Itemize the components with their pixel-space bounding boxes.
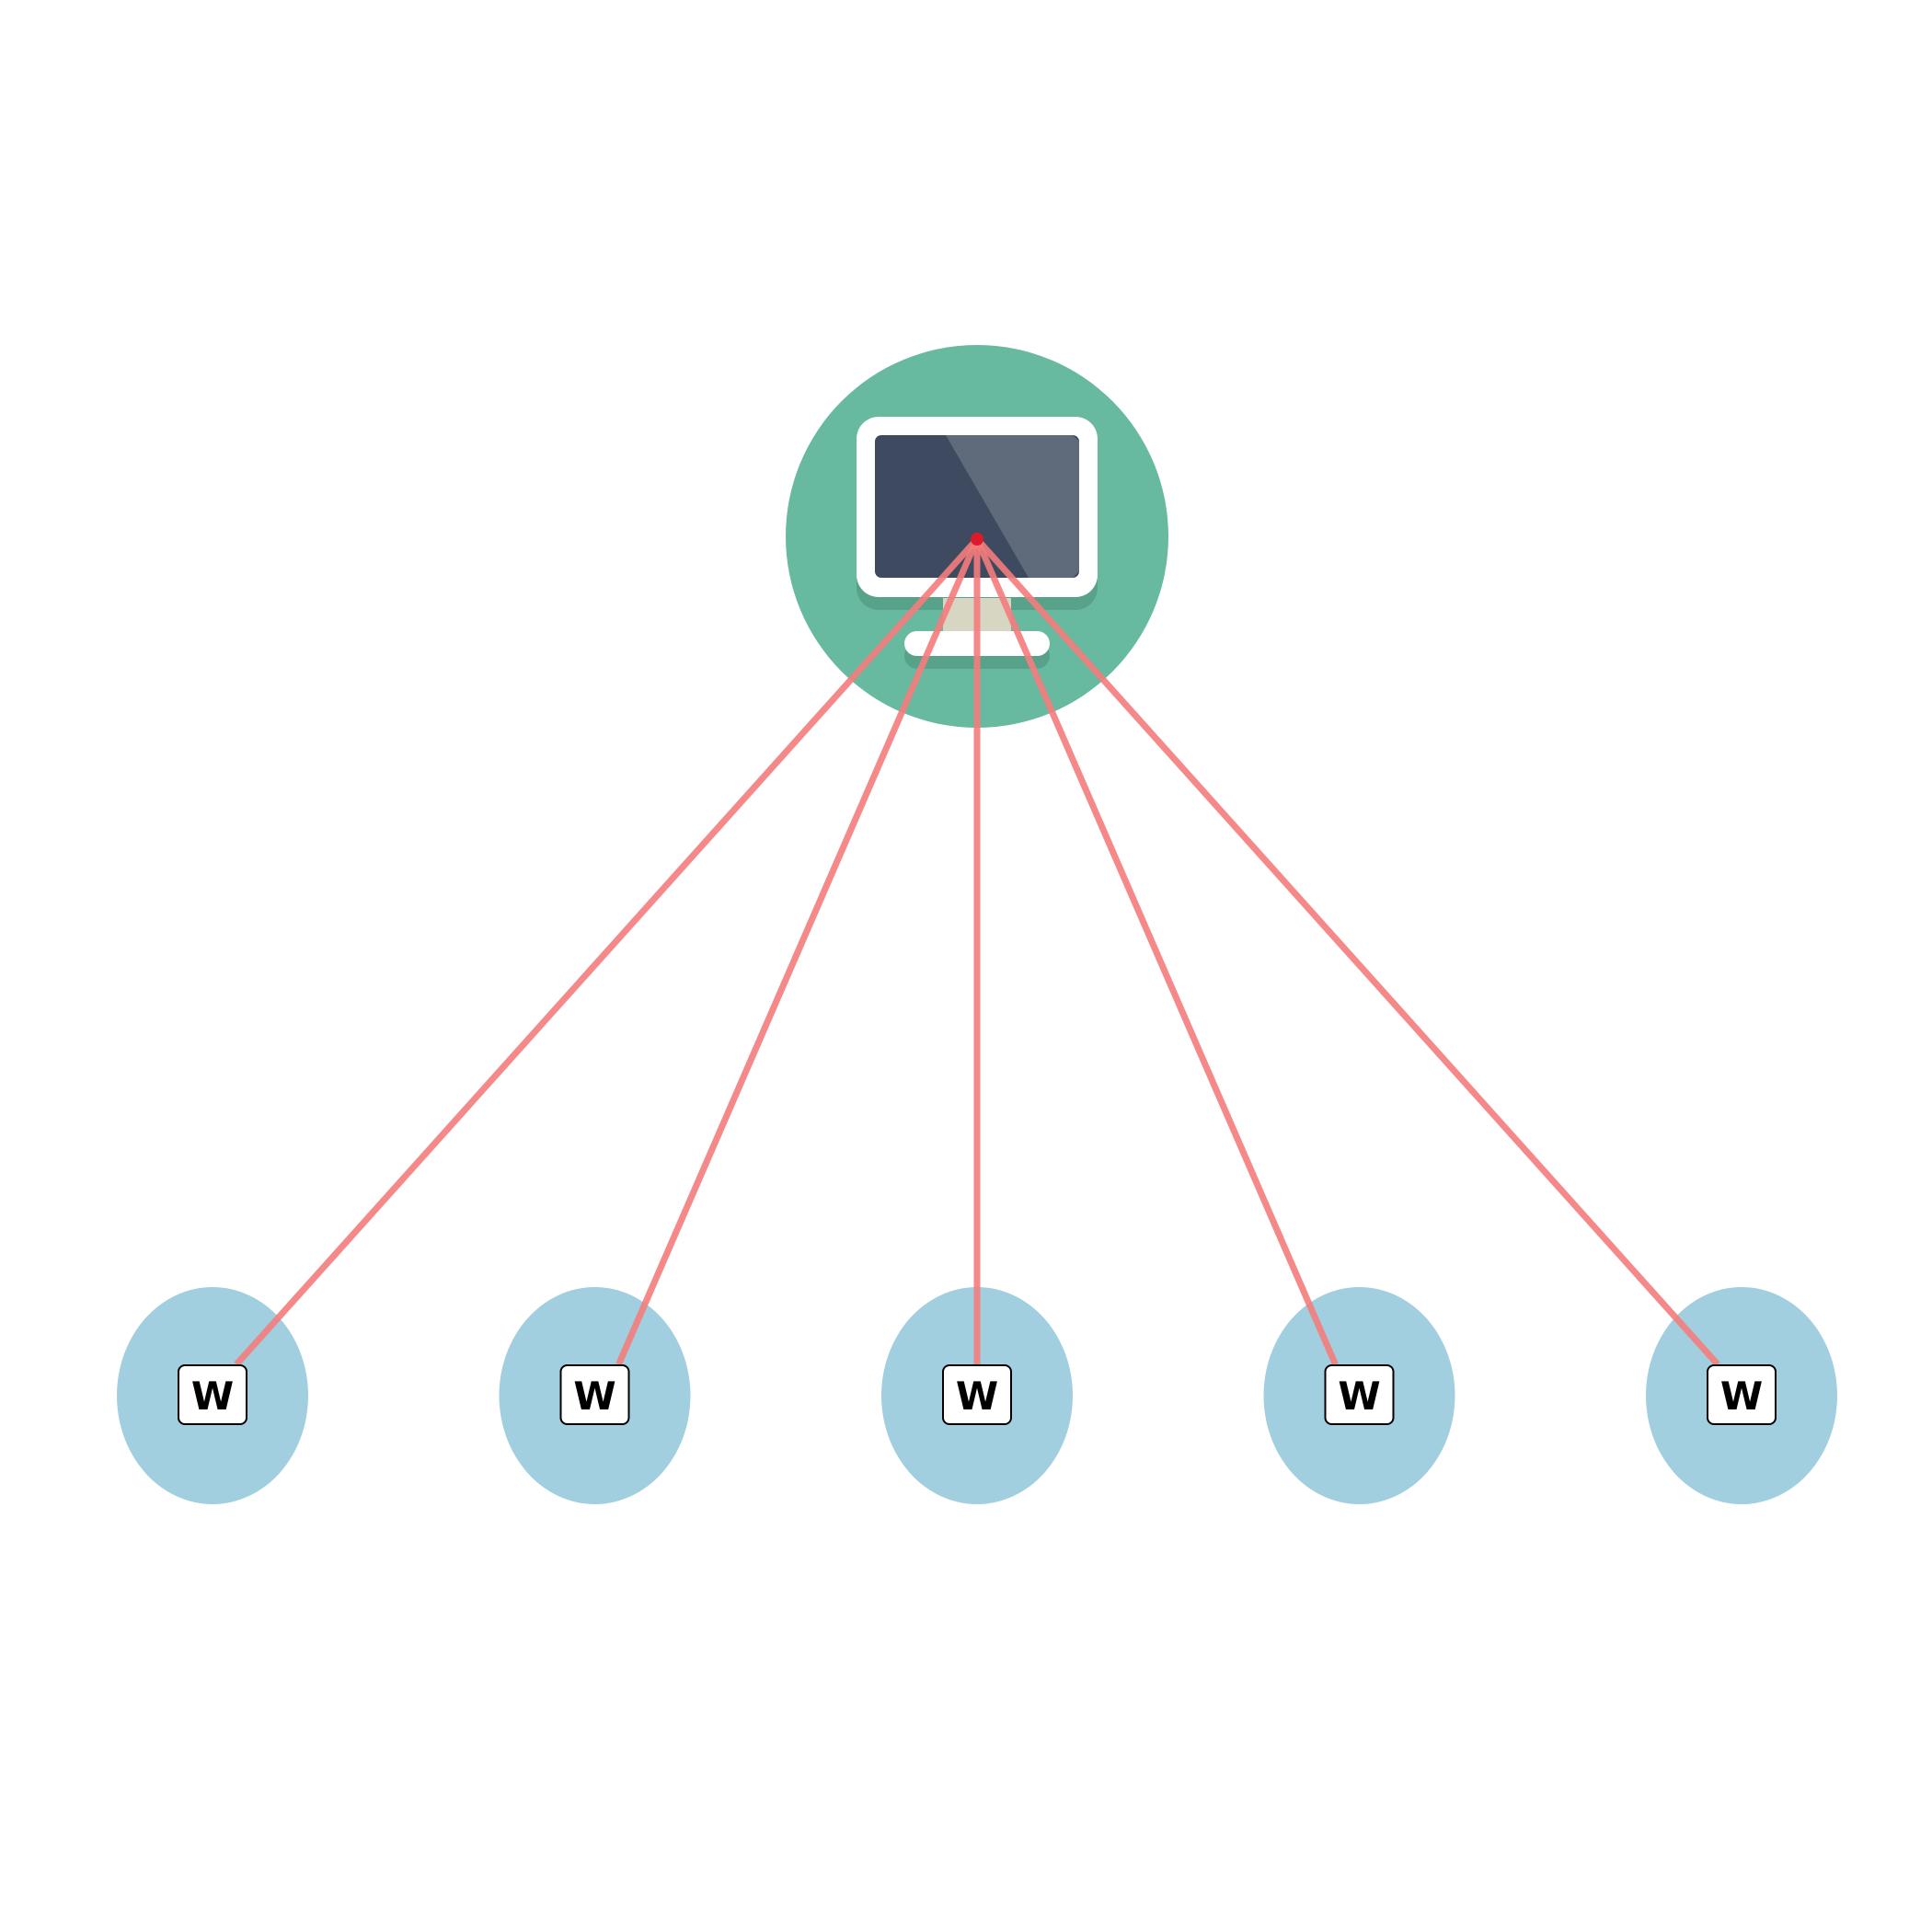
worker-label-box [1707, 1364, 1777, 1425]
worker-label: W [942, 1364, 1012, 1425]
worker-label: W [559, 1364, 630, 1425]
worker-label-text: W [956, 1374, 998, 1419]
desktop-monitor-icon [857, 417, 1098, 669]
worker-label: W [1324, 1364, 1395, 1425]
worker-label-box [178, 1364, 247, 1425]
worker-label-text: W [1720, 1374, 1763, 1419]
worker-label: W [178, 1364, 247, 1425]
hub-node[interactable] [786, 345, 1168, 728]
connection-link [234, 536, 980, 1367]
connection-link [973, 537, 1339, 1366]
worker-label: W [1707, 1364, 1777, 1425]
monitor-screen-glare [946, 435, 1079, 578]
connection-links [234, 536, 1720, 1367]
link-junction-point [971, 533, 983, 546]
worker-label-box [942, 1364, 1012, 1425]
connection-link [974, 536, 1720, 1367]
worker-label-text: W [1338, 1374, 1380, 1419]
worker-label-box [559, 1364, 630, 1425]
worker-label-box [1324, 1364, 1395, 1425]
connection-link [615, 537, 981, 1366]
worker-label-text: W [573, 1374, 615, 1419]
worker-label-text: W [191, 1374, 234, 1419]
